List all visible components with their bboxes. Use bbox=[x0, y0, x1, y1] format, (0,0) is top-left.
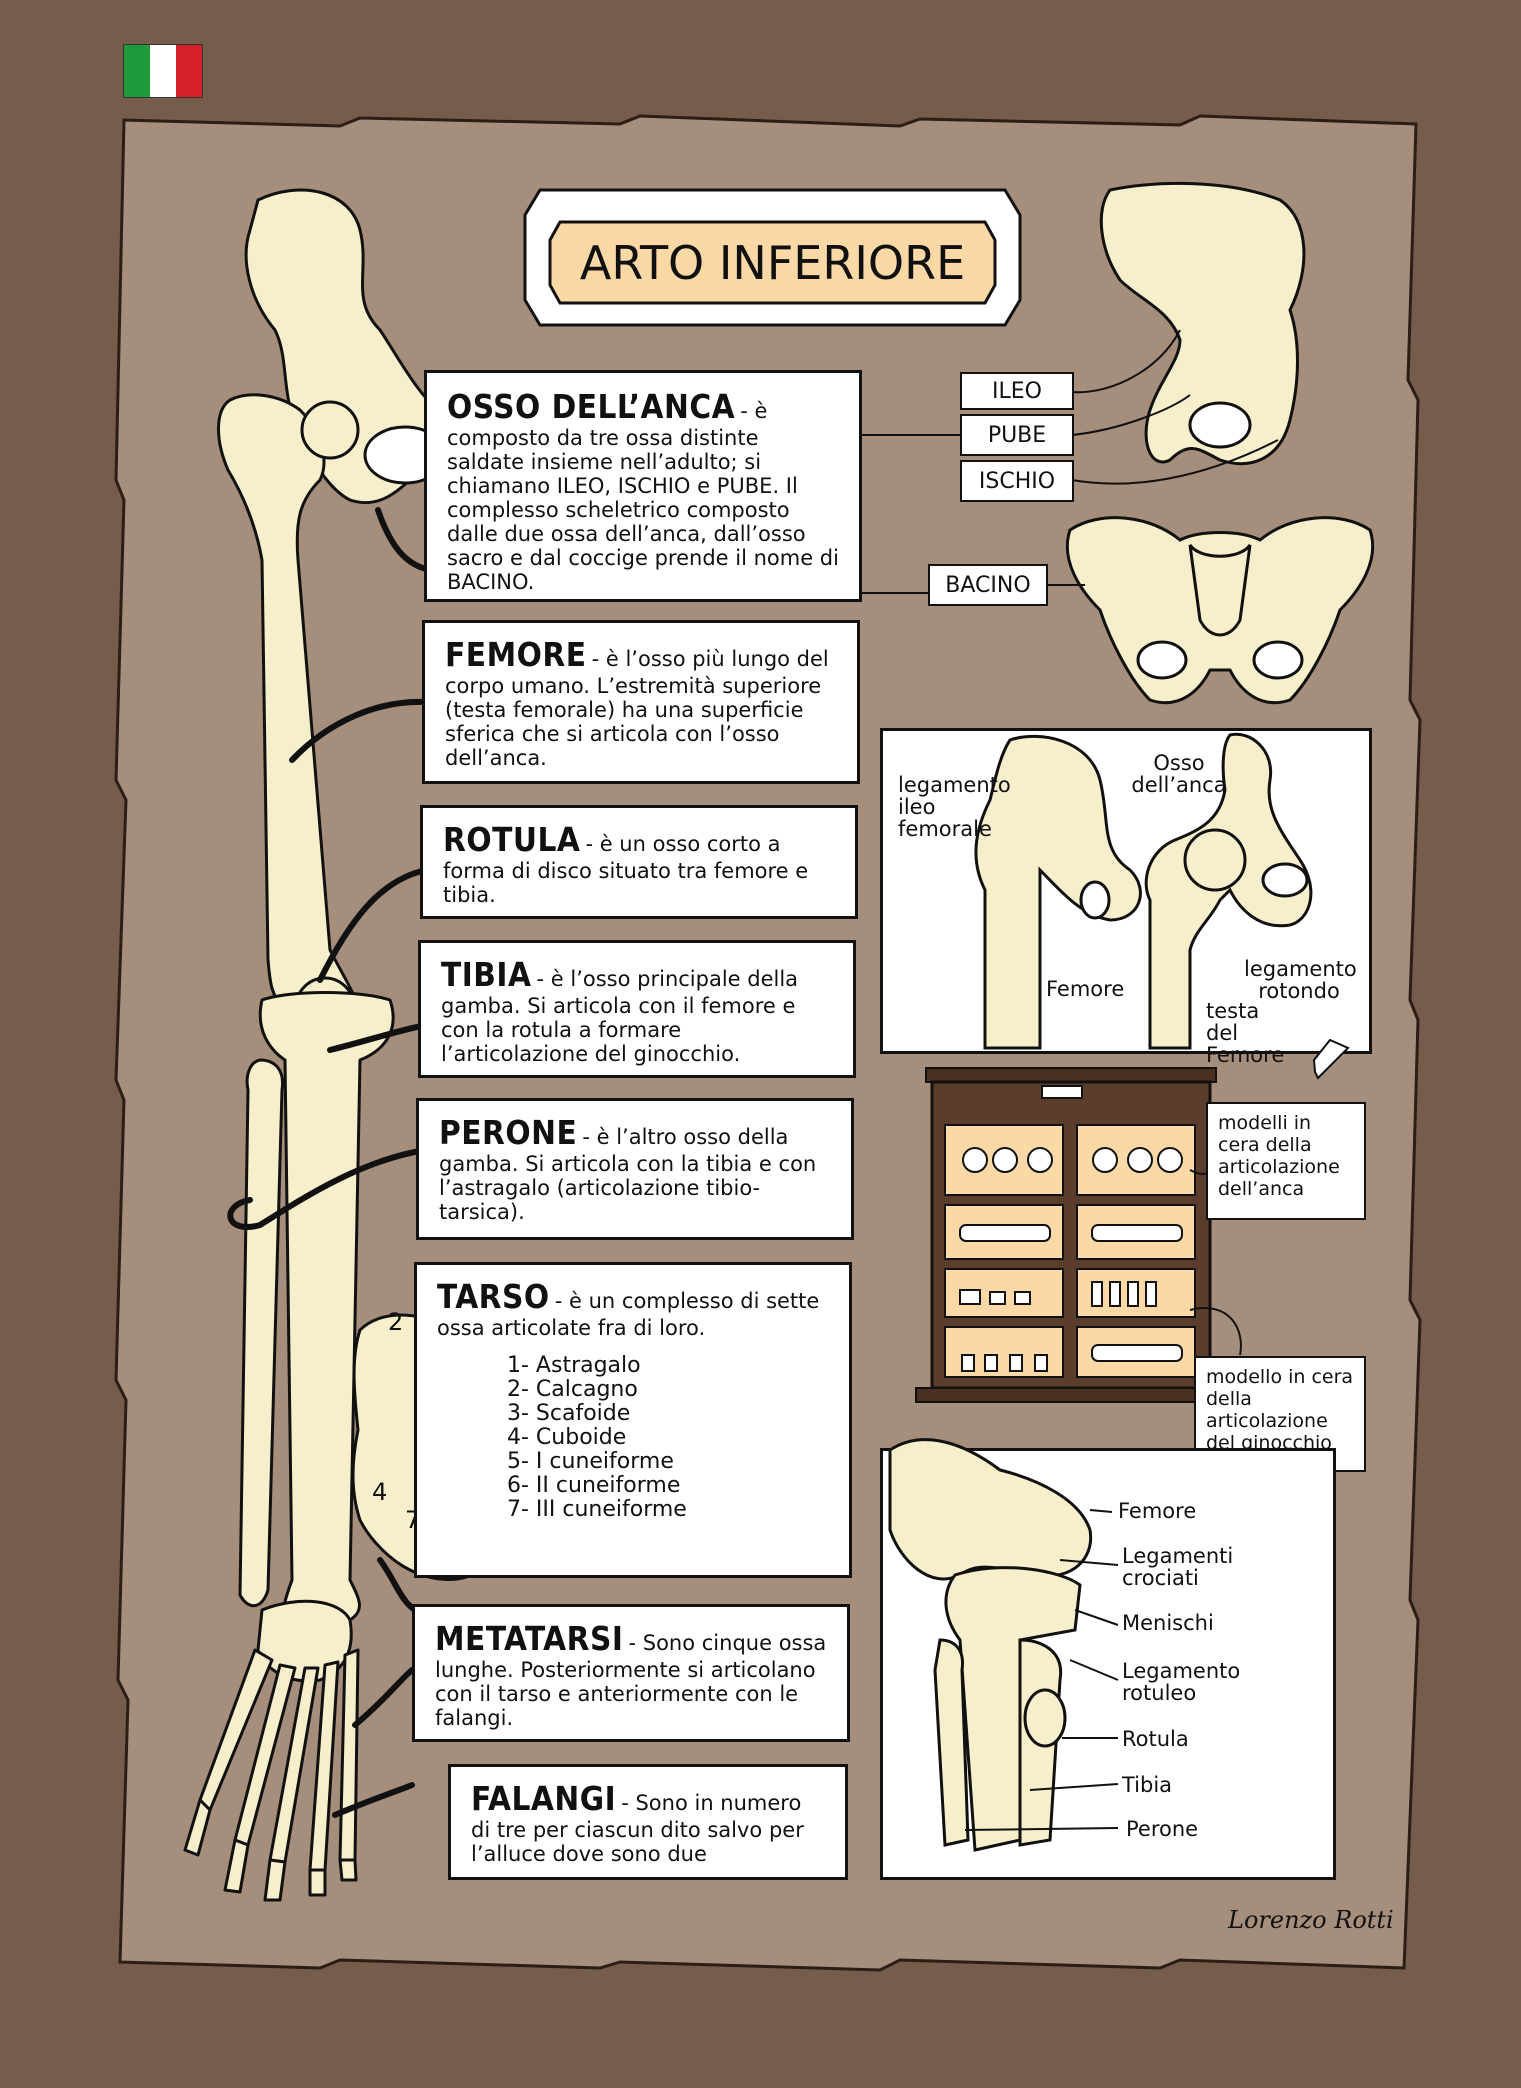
foot-number-2: 2 bbox=[388, 1308, 403, 1336]
card-text: - è l’osso principale della gamba. Si ar… bbox=[441, 967, 799, 1066]
label-ileo: ILEO bbox=[960, 372, 1074, 410]
foot-number-4: 4 bbox=[372, 1478, 387, 1506]
note-cera-anca: modelli in cera della articolazione dell… bbox=[1206, 1102, 1366, 1220]
label-bacino: BACINO bbox=[928, 564, 1048, 606]
card-falangi: FALANGI - Sono in numero di tre per cias… bbox=[448, 1764, 848, 1880]
card-text: - è un complesso di sette ossa articolat… bbox=[437, 1289, 820, 1340]
list-item: 2- Calcagno bbox=[507, 1377, 638, 1402]
knee-label-perone: Perone bbox=[1126, 1817, 1199, 1841]
knee-label-rotula: Rotula bbox=[1122, 1727, 1189, 1751]
card-perone: PERONE - è l’altro osso della gamba. Si … bbox=[416, 1098, 854, 1240]
card-heading: ROTULA bbox=[443, 820, 581, 859]
fibula-bone bbox=[238, 1058, 285, 1608]
card-heading: OSSO DELL’ANCA bbox=[447, 387, 736, 426]
label-osso-anca: Osso dell’anca bbox=[1131, 751, 1227, 797]
card-text: - è composto da tre ossa distinte saldat… bbox=[447, 399, 839, 594]
list-item: 5- I cuneiforme bbox=[507, 1449, 674, 1474]
page-title: ARTO INFERIORE bbox=[579, 236, 966, 290]
artist-signature: Lorenzo Rotti bbox=[1228, 1906, 1394, 1934]
label-testa-femore: testa del Femore bbox=[1206, 999, 1285, 1067]
card-heading: PERONE bbox=[439, 1113, 578, 1152]
card-heading: TARSO bbox=[437, 1277, 550, 1316]
knee-label-legamento-rotuleo: Legamento rotuleo bbox=[1122, 1659, 1241, 1705]
label-ischio: ISCHIO bbox=[960, 460, 1074, 502]
card-heading: METATARSI bbox=[435, 1619, 624, 1658]
card-heading: FALANGI bbox=[471, 1779, 617, 1818]
label-legamento-ileo-femorale: legamento ileo femorale bbox=[898, 773, 1011, 841]
card-osso-anca: OSSO DELL’ANCA - è composto da tre ossa … bbox=[424, 370, 862, 602]
note-text: modelli in cera della articolazione dell… bbox=[1218, 1112, 1340, 1200]
card-heading: TIBIA bbox=[441, 955, 532, 994]
card-tarso: TARSO - è un complesso di sette ossa art… bbox=[414, 1262, 852, 1578]
knee-label-legamenti-crociati: Legamenti crociati bbox=[1122, 1544, 1234, 1590]
list-item: 7- III cuneiforme bbox=[507, 1497, 687, 1522]
card-text: - è l’osso più lungo del corpo umano. L’… bbox=[445, 647, 829, 770]
label-femore: Femore bbox=[1046, 977, 1125, 1001]
card-rotula: ROTULA - è un osso corto a forma di disc… bbox=[420, 805, 858, 919]
card-tibia: TIBIA - è l’osso principale della gamba.… bbox=[418, 940, 856, 1078]
italian-flag-icon bbox=[123, 44, 203, 98]
card-femore: FEMORE - è l’osso più lungo del corpo um… bbox=[422, 620, 860, 784]
list-item: 3- Scafoide bbox=[507, 1401, 631, 1426]
card-text: - è un osso corto a forma di disco situa… bbox=[443, 832, 809, 907]
list-item: 6- II cuneiforme bbox=[507, 1473, 681, 1498]
list-item: 1- Astragalo bbox=[507, 1353, 641, 1378]
knee-label-menischi: Menischi bbox=[1122, 1611, 1214, 1635]
label-legamento-rotondo: legamento rotondo bbox=[1244, 957, 1357, 1003]
knee-label-femore: Femore bbox=[1118, 1499, 1197, 1523]
card-text: - Sono cinque ossa lunghe. Posteriorment… bbox=[435, 1631, 827, 1730]
card-text: - è l’altro osso della gamba. Si articol… bbox=[439, 1125, 817, 1224]
tarso-bone-list: 1- Astragalo 2- Calcagno 3- Scafoide 4- … bbox=[507, 1354, 829, 1522]
knee-label-tibia: Tibia bbox=[1122, 1773, 1173, 1797]
label-pube: PUBE bbox=[960, 414, 1074, 456]
card-text: - Sono in numero di tre per ciascun dito… bbox=[471, 1791, 804, 1866]
tibia-bone bbox=[258, 991, 395, 1622]
list-item: 4- Cuboide bbox=[507, 1425, 627, 1450]
card-heading: FEMORE bbox=[445, 635, 587, 674]
card-metatarsi: METATARSI - Sono cinque ossa lunghe. Pos… bbox=[412, 1604, 850, 1742]
